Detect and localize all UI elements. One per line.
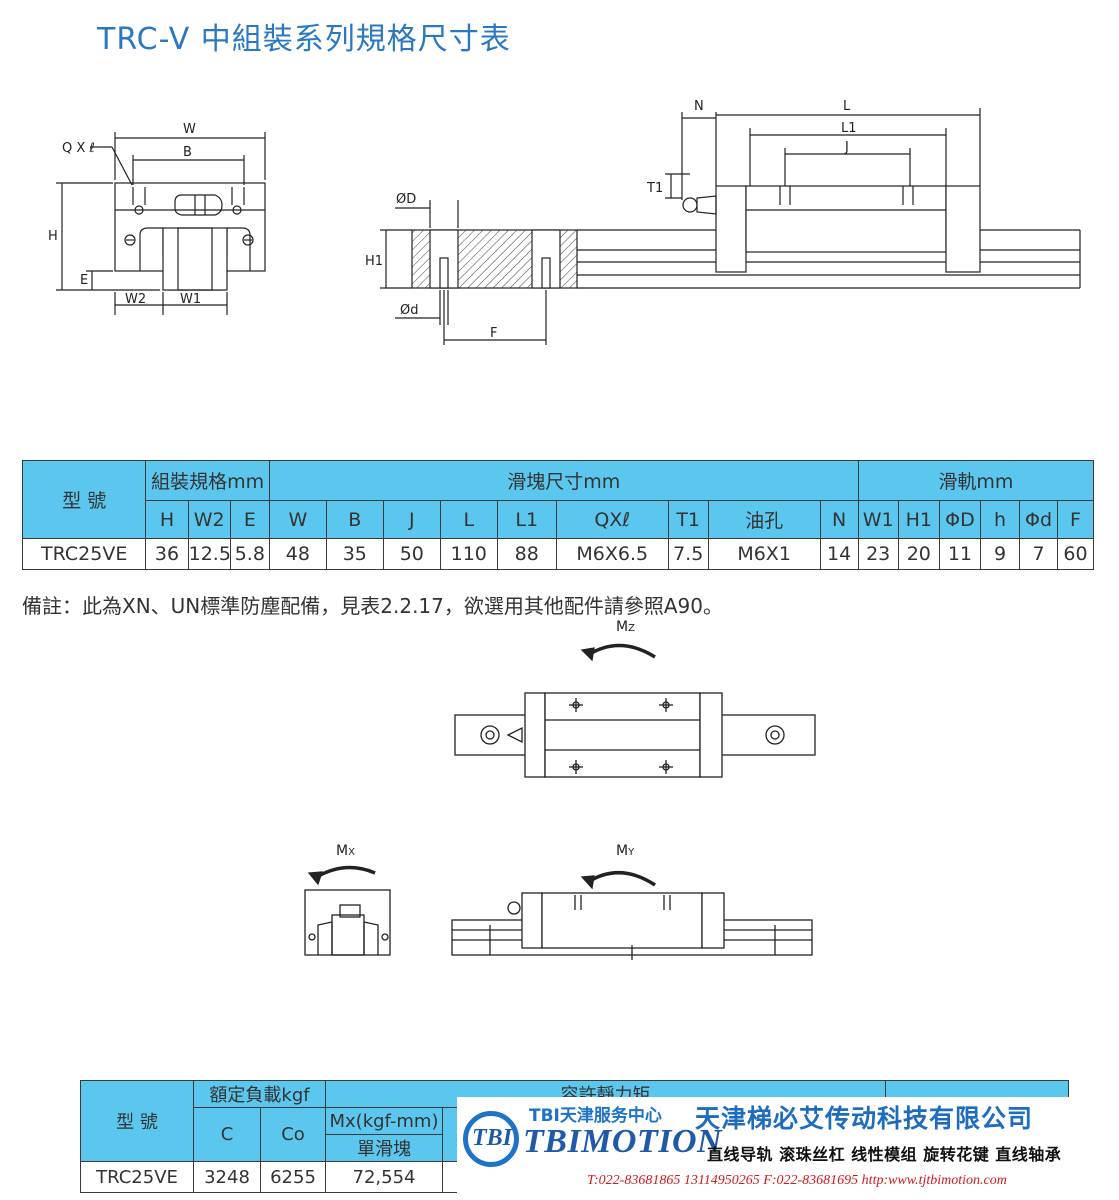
product-list: 直线导轨 滚珠丝杠 线性模组 旋转花键 直线轴承	[707, 1145, 1062, 1164]
spec-col-qxl: QXℓ	[555, 500, 669, 539]
moment-rated-load: 額定負載kgf	[193, 1080, 326, 1108]
spec-cell: 11	[938, 538, 982, 570]
spec-cell: 5.8	[229, 538, 270, 570]
label-my: MY	[616, 843, 635, 859]
spec-col-w2: W2	[187, 500, 231, 539]
spec-note: 備註：此為XN、UN標準防塵配備，見表2.2.17，欲選用其他配件請參照A90。	[22, 594, 724, 618]
moment-cell: 72,554	[325, 1161, 443, 1193]
spec-col-oil-hole: 油孔	[707, 500, 821, 539]
spec-cell: 88	[496, 538, 557, 570]
spec-cell: 110	[439, 538, 498, 570]
label-f: F	[490, 326, 497, 341]
label-l1: L1	[841, 121, 857, 136]
tbi-logo-icon	[463, 1111, 519, 1167]
company-banner: TBI TBI天津服务中心 TBIMOTION 天津梯必艾传动科技有限公司 直线…	[457, 1097, 1119, 1200]
spec-group-block: 滑塊尺寸mm	[268, 460, 859, 501]
label-l: L	[843, 99, 851, 114]
label-n: N	[694, 99, 704, 114]
spec-cell: M6X6.5	[555, 538, 669, 570]
spec-model-header: 型 號	[21, 460, 147, 539]
spec-cell: 7.5	[667, 538, 709, 570]
label-qxl: Q X ℓ	[62, 141, 95, 156]
label-mx: MX	[336, 843, 355, 859]
label-w: W	[183, 122, 196, 137]
spec-table: 型 號 組裝規格mm 滑塊尺寸mm 滑軌mm H W2 E W B J L L1…	[21, 460, 1095, 570]
spec-col-phi-small-d: Φd	[1019, 500, 1059, 539]
label-b: B	[183, 145, 192, 160]
spec-cell: TRC25VE	[21, 538, 147, 570]
spec-col-j: J	[382, 500, 441, 539]
label-phi-big-d: ØD	[396, 192, 416, 207]
spec-cell: 60	[1057, 538, 1094, 570]
spec-cell: 50	[382, 538, 441, 570]
moment-cell: TRC25VE	[80, 1161, 194, 1193]
label-w1: W1	[180, 292, 201, 307]
spec-col-h: H	[145, 500, 189, 539]
spec-col-t1: T1	[667, 500, 709, 539]
spec-cell: 35	[325, 538, 384, 570]
moment-mz-diagram	[454, 643, 816, 778]
side-view-drawing	[380, 108, 1081, 345]
page-title: TRC-V 中組裝系列規格尺寸表	[97, 22, 511, 57]
moment-col-co: Co	[260, 1107, 326, 1162]
moment-col-mx: Mx(kgf-mm)	[325, 1107, 443, 1135]
spec-col-l1: L1	[496, 500, 557, 539]
spec-cell: 36	[145, 538, 189, 570]
moment-col-single-block: 單滑塊	[325, 1134, 443, 1162]
spec-cell: 20	[897, 538, 940, 570]
drawing-labels: W B Q X ℓ H E W2 W1 ØD H1 Ød F N L L1 J …	[48, 99, 857, 341]
spec-group-assembly: 組裝規格mm	[145, 460, 270, 501]
spec-cell: 7	[1019, 538, 1059, 570]
label-t1: T1	[646, 181, 663, 196]
spec-cell: 9	[980, 538, 1021, 570]
moment-cell: 6255	[260, 1161, 326, 1193]
company-name: 天津梯必艾传动科技有限公司	[695, 1104, 1034, 1133]
table-row: TRC25VE 36 12.5 5.8 48 35 50 110 88 M6X6…	[21, 538, 1094, 570]
label-w2: W2	[125, 292, 146, 307]
spec-col-f: F	[1057, 500, 1094, 539]
moment-my-diagram	[451, 870, 813, 960]
front-view-drawing	[56, 132, 266, 315]
spec-cell: 23	[857, 538, 899, 570]
spec-col-h1: H1	[897, 500, 940, 539]
spec-group-rail: 滑軌mm	[857, 460, 1095, 501]
label-phi-small-d: Ød	[400, 303, 418, 318]
spec-cell: 48	[268, 538, 327, 570]
service-center-label: TBI天津服务中心	[529, 1106, 662, 1126]
spec-cell: M6X1	[707, 538, 821, 570]
moment-col-c: C	[193, 1107, 261, 1162]
spec-col-w1: W1	[857, 500, 899, 539]
label-mz: MZ	[616, 619, 635, 635]
spec-cell: 14	[819, 538, 859, 570]
moment-cell: 3248	[193, 1161, 261, 1193]
tbi-logo-text: TBI	[471, 1125, 512, 1151]
spec-cell: 12.5	[187, 538, 231, 570]
moment-model-header: 型 號	[80, 1080, 194, 1162]
spec-col-e: E	[229, 500, 270, 539]
spec-col-w: W	[268, 500, 327, 539]
label-j: J	[844, 140, 849, 155]
spec-col-n: N	[819, 500, 859, 539]
spec-col-b: B	[325, 500, 384, 539]
spec-col-phi-big-d: ΦD	[938, 500, 982, 539]
spec-col-small-h: h	[980, 500, 1021, 539]
label-e: E	[80, 273, 88, 288]
spec-col-l: L	[439, 500, 498, 539]
label-h: H	[48, 229, 58, 244]
brand-name: TBIMOTION	[523, 1123, 723, 1160]
label-h1: H1	[365, 254, 383, 269]
contact-info: T:022-83681865 13114950265 F:022-8368169…	[587, 1173, 1007, 1188]
moment-mx-diagram	[304, 865, 391, 956]
